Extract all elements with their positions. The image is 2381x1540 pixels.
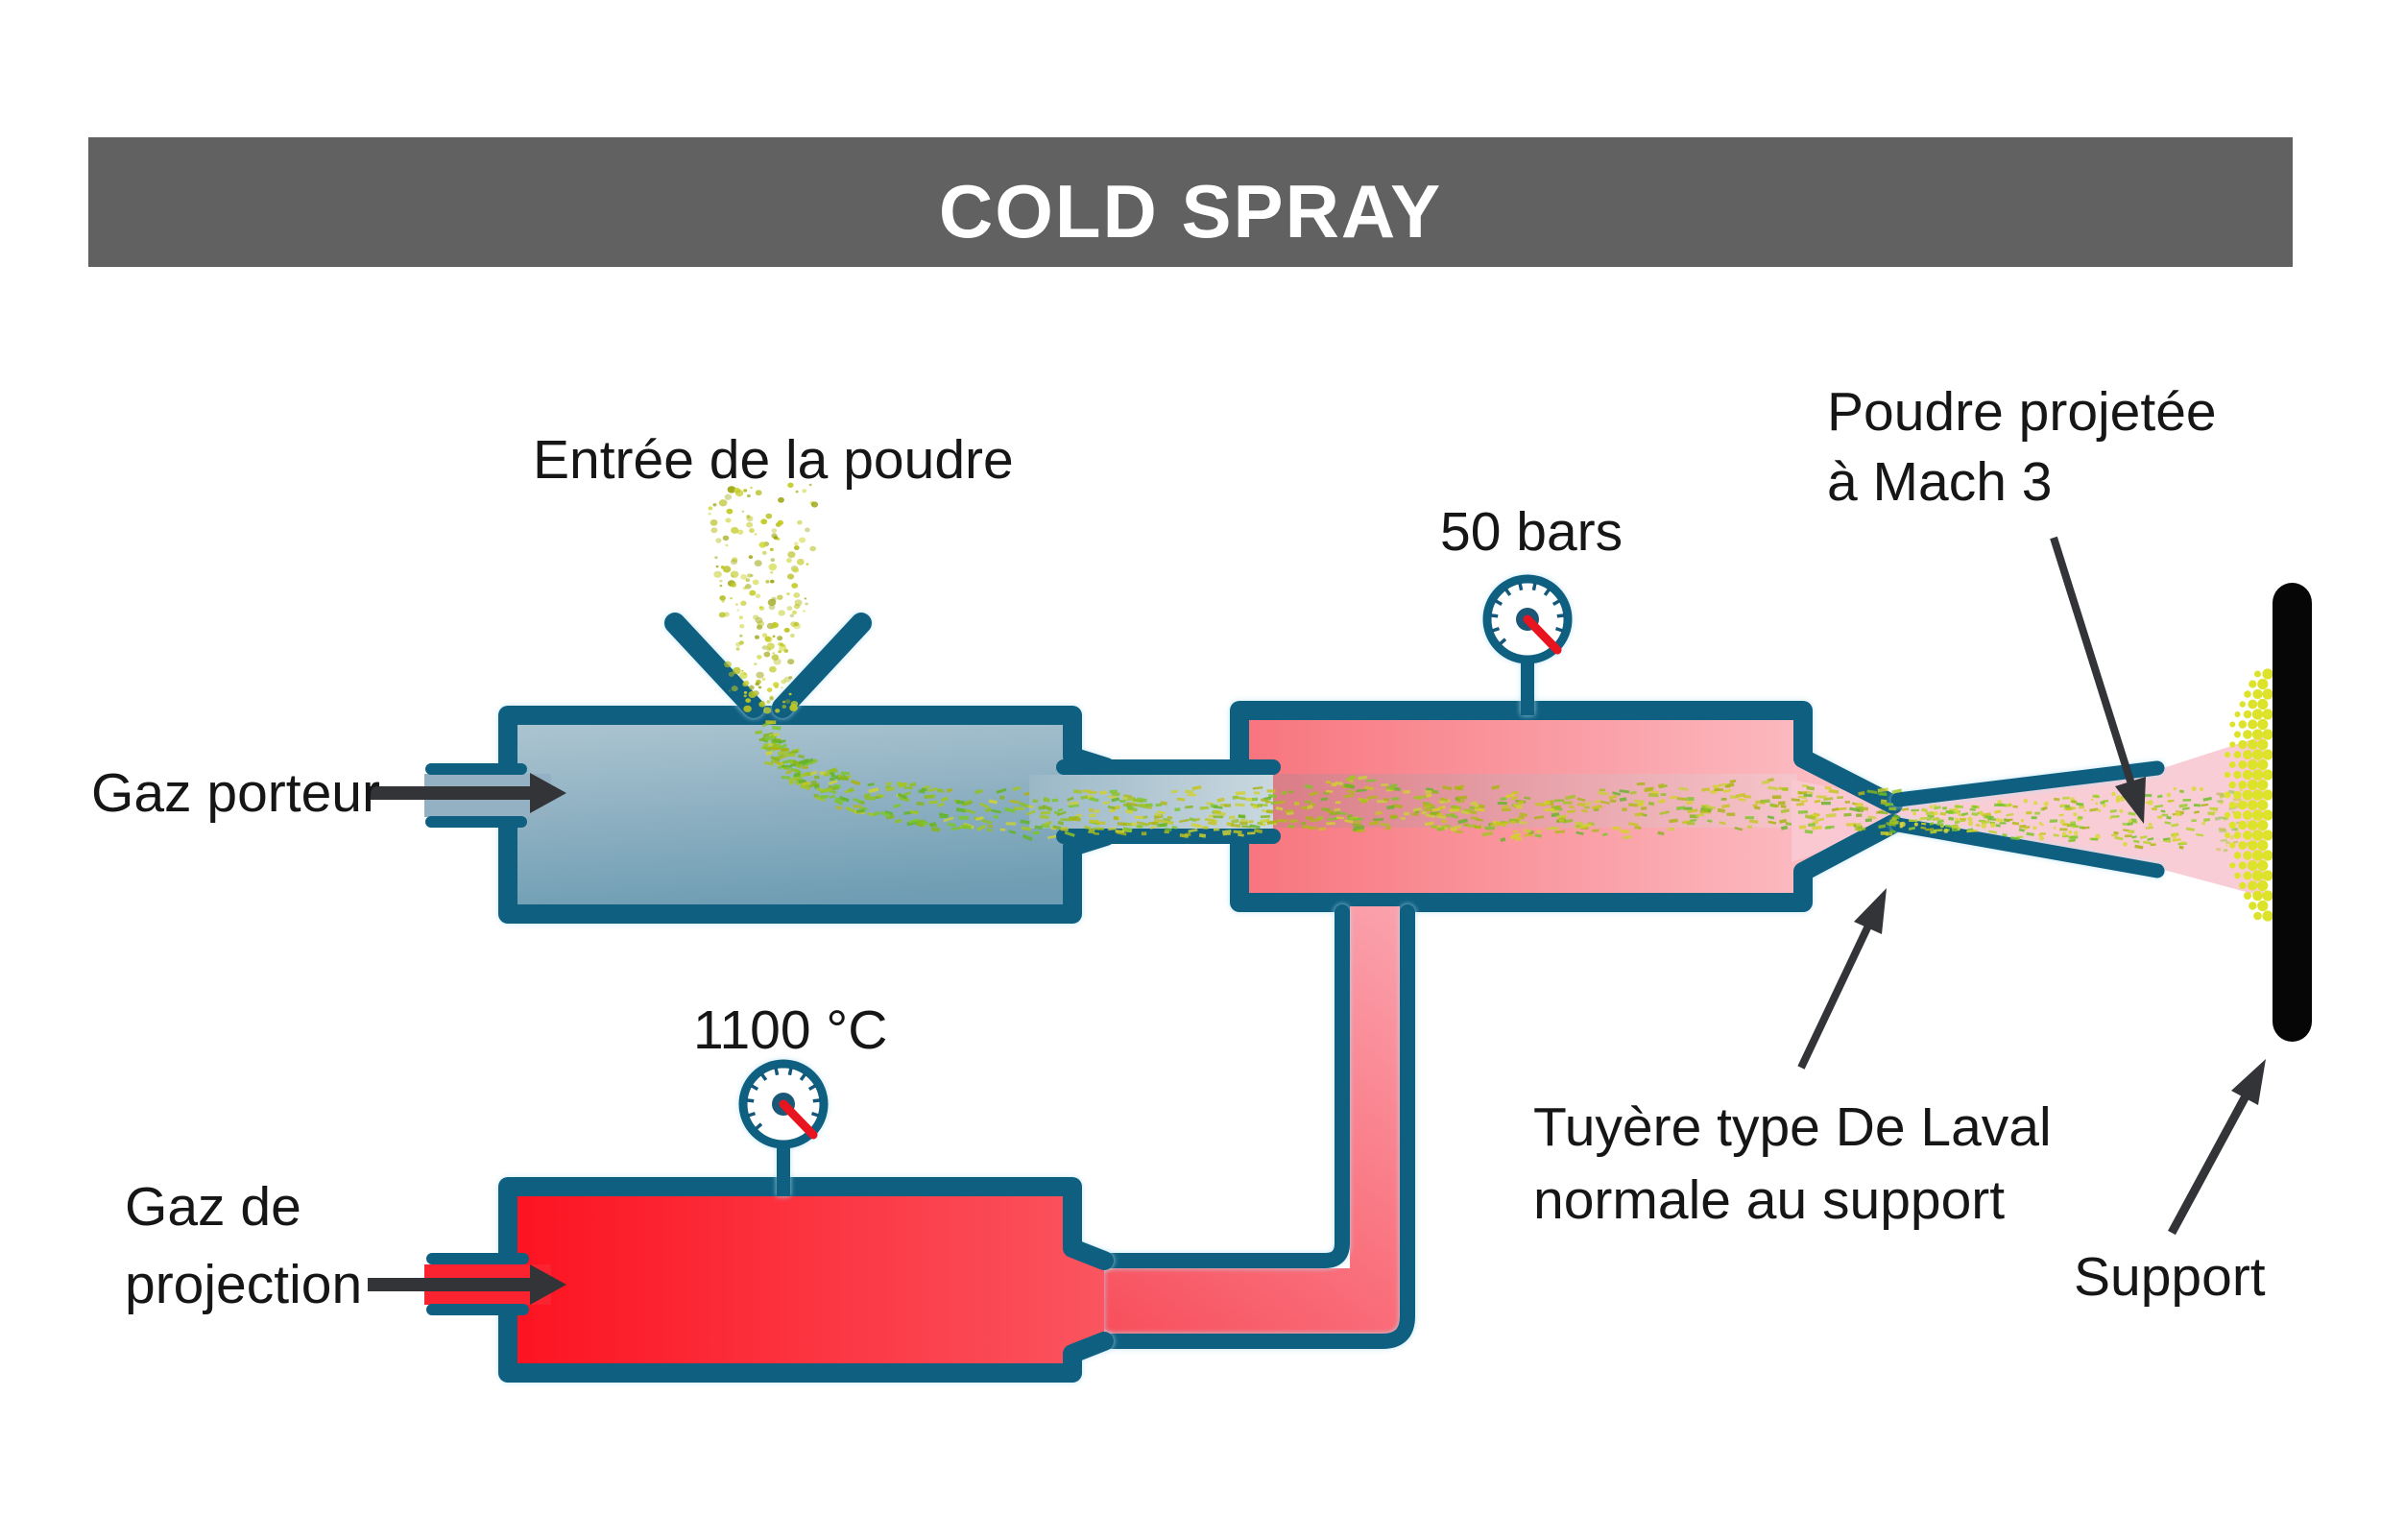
label-projected-powder-line2: à Mach 3 [1827,451,2052,513]
label-projection-gas-line2: projection [125,1254,362,1315]
pressure-gauge-icon [1482,574,1573,715]
title-bar [88,137,2293,267]
nozzle-arrow-shaft [1797,920,1874,1070]
carrier-gas-inlet-pipe [425,763,527,828]
pressure-gauge-needle [1523,614,1562,655]
temperature-gauge-stem [777,1143,790,1196]
page-title: COLD SPRAY [939,169,1442,253]
powder-funnel [664,613,872,718]
label-projection-gas-line1: Gaz de [125,1176,301,1238]
powder-deposit [2224,668,2273,922]
label-powder-inlet: Entrée de la poudre [533,429,1014,491]
label-nozzle-line2: normale au support [1533,1169,2005,1231]
label-support: Support [2074,1246,2266,1308]
hot-gas-pipe-outer-wall [1071,904,1415,1349]
hot-gas-pipe-inner-wall [1071,904,1350,1268]
label-pressure: 50 bars [1440,501,1623,563]
temperature-gauge-icon [738,1059,829,1196]
powder-stream-particles [1068,775,1903,842]
label-nozzle-line1: Tuyère type De Laval [1533,1096,2052,1158]
nozzle-converging-walls [1793,749,1903,881]
powder-jet-particles [1899,786,2254,853]
hot-gas-pipe-fill [1075,906,1400,1334]
transfer-pipe-walls [1056,759,1281,844]
label-temperature: 1100 °C [693,999,887,1061]
pressure-gauge-stem [1521,658,1534,715]
projection-gas-inlet-pipe [426,1253,529,1315]
support-arrow-head [2231,1059,2266,1105]
label-carrier-gas: Gaz porteur [91,762,380,824]
support-arrow-shaft [2168,1090,2251,1236]
de-laval-nozzle [1890,760,2165,878]
support-plate [2273,583,2312,1042]
projected-powder-arrow-head [2115,777,2146,824]
heater-chamber [498,1177,1114,1383]
carrier-gas-chamber [498,706,1116,924]
temperature-gauge-needle [779,1099,818,1140]
powder-entrained-particles [755,720,1079,842]
carrier-gas-arrow-head [530,773,566,813]
label-projected-powder-line1: Poudre projetée [1827,381,2217,443]
powder-falling-particles [708,482,819,714]
projected-powder-arrow-shaft [2050,536,2137,792]
spray-cone [1792,735,2264,897]
nozzle-arrow-head [1854,888,1887,934]
projection-gas-arrow-head [530,1264,566,1305]
